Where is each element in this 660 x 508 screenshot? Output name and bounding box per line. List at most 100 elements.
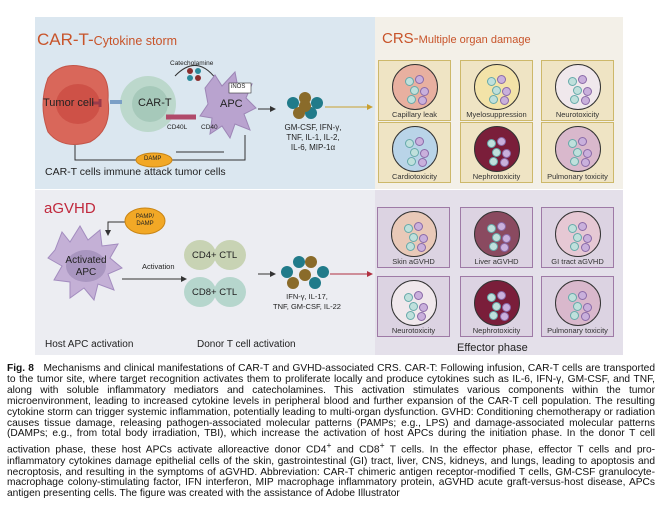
inos-label: iNOS [231, 84, 246, 90]
cell-icon [408, 233, 418, 242]
cell-icon [496, 222, 506, 231]
cell-icon [582, 303, 592, 312]
cell-icon [486, 224, 496, 233]
cell-icon [499, 243, 509, 252]
cell-icon [580, 312, 590, 321]
tile-label: Neurotoxicity [391, 326, 436, 335]
caption-text: T cells. In the effector phase, effector… [7, 444, 656, 500]
cell-icon [499, 312, 509, 321]
cell-icon [577, 291, 587, 300]
cell-icon [569, 311, 579, 320]
apc-line: Activated [65, 255, 107, 266]
crs-cytokines-label: GM-CSF, IFN-γ, TNF, IL-1, IL-2, IL-6, MI… [278, 123, 348, 153]
cell-icon [567, 224, 577, 233]
cell-icon [580, 158, 590, 167]
apc-line: APC [75, 267, 97, 278]
cell-icon [404, 77, 414, 86]
organ-illustration-icon [554, 211, 601, 257]
cd40l-label: CD40L [167, 124, 188, 131]
caption-sup: + [379, 440, 385, 451]
cell-icon [569, 157, 579, 166]
cell-icon [582, 149, 592, 158]
t-cells-icon [184, 240, 246, 307]
organ-illustration-icon [554, 126, 601, 172]
cell-icon [572, 233, 582, 242]
gvhd-cytokine-cluster-icon [281, 256, 329, 289]
cell-icon [488, 95, 498, 104]
organ-tile: Pulmonary toxicity [541, 122, 614, 183]
cell-icon [491, 233, 501, 242]
cell-icon [417, 96, 427, 105]
cell-icon [488, 311, 498, 320]
tile-label: Pulmonary toxicity [547, 326, 608, 335]
damp-label: DAMP [144, 156, 162, 162]
pamp-damp-badge-icon [124, 207, 166, 235]
cell-icon [405, 242, 415, 251]
cell-icon [499, 158, 509, 167]
cell-icon [496, 75, 506, 84]
cell-icon [491, 86, 501, 95]
gvhd-cytokines-label: IFN-γ, IL-17, TNF, GM-CSF, IL-22 [262, 292, 352, 312]
cytokines-line: TNF, IL-1, IL-2, [286, 133, 340, 142]
cell-icon [403, 293, 413, 302]
cytokine-cluster-icon [287, 92, 323, 119]
organ-tile: GI tract aGVHD [541, 207, 614, 268]
cell-icon [409, 148, 419, 157]
cd40-label: CD40 [201, 124, 218, 131]
cell-icon [488, 157, 498, 166]
damp-badge-icon [135, 152, 173, 168]
cytokines-line: IFN-γ, IL-17, [286, 292, 328, 301]
cell-icon [582, 87, 592, 96]
tile-label: Nephrotoxicity [472, 172, 521, 181]
cd8: CD8+ [192, 287, 217, 298]
organ-tile: Capillary leak [378, 60, 451, 121]
cytokines-line: IL-6, MIP-1α [290, 143, 336, 152]
cell-icon [572, 302, 582, 311]
cell-icon [569, 242, 579, 251]
cell-icon [408, 302, 418, 311]
cell-icon [501, 87, 511, 96]
cell-icon [501, 234, 511, 243]
tile-label: Myelosuppression [466, 110, 527, 119]
organ-illustration-icon [473, 211, 520, 257]
cell-icon [406, 95, 416, 104]
activation-label: Activation [142, 262, 175, 271]
cell-icon [486, 77, 496, 86]
cell-icon [567, 77, 577, 86]
cell-icon [577, 222, 587, 231]
cell-icon [405, 311, 415, 320]
caption-text: and CD8 [331, 444, 380, 456]
cell-icon [406, 157, 416, 166]
title-main: CRS- [382, 30, 419, 47]
cell-icon [567, 139, 577, 148]
organ-illustration-icon [391, 126, 438, 172]
cell-icon [501, 303, 511, 312]
cell-icon [577, 75, 587, 84]
cell-icon [491, 148, 501, 157]
organ-illustration-icon [390, 211, 437, 257]
organ-illustration-icon [554, 64, 601, 110]
organ-illustration-icon [473, 126, 520, 172]
cell-icon [580, 96, 590, 105]
tile-label: Liver aGVHD [474, 257, 519, 266]
cell-icon [418, 234, 428, 243]
cytokines-line: GM-CSF, IFN-γ, [284, 123, 342, 132]
cell-icon [486, 139, 496, 148]
cell-icon [414, 75, 424, 84]
organ-tile: Neurotoxicity [541, 60, 614, 121]
cell-icon [582, 234, 592, 243]
cell-icon [486, 293, 496, 302]
cell-icon [501, 149, 511, 158]
cell-icon [580, 243, 590, 252]
cell-icon [413, 291, 423, 300]
cell-icon [491, 302, 501, 311]
apc-label: APC [220, 98, 243, 110]
cell-icon [499, 96, 509, 105]
organ-tile: Nephrotoxicity [460, 276, 533, 337]
pamp-damp-label: PAMP/ DAMP [131, 214, 159, 228]
crs-panel-title: CAR-T-Cytokine storm [37, 30, 177, 50]
cytokines-line: TNF, GM-CSF, IL-22 [273, 302, 341, 311]
tile-label: Skin aGVHD [392, 257, 435, 266]
tile-label: Capillary leak [391, 110, 438, 119]
cd8-ctl-label: CD8+ CTL [192, 287, 237, 298]
